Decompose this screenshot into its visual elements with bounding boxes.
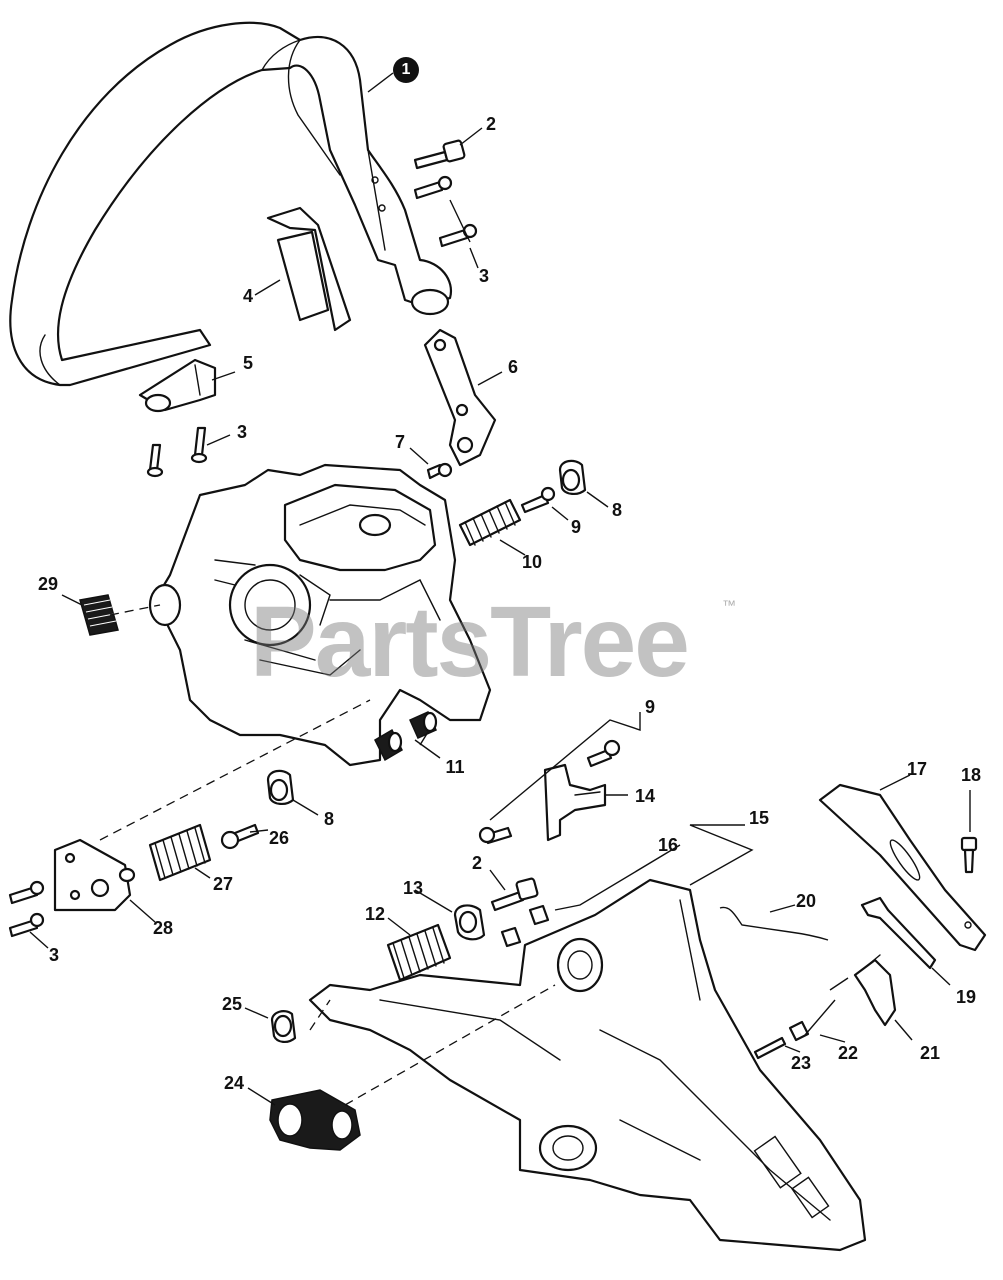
part-9-screw-mid: [478, 739, 621, 845]
callout-22[interactable]: 22: [837, 1043, 859, 1063]
part-screw-2-bottom: [490, 877, 539, 912]
part-22-spring: [788, 977, 849, 1042]
callout-5[interactable]: 5: [242, 353, 254, 373]
part-9-screw-top: [520, 486, 556, 514]
part-6-arm: [423, 328, 497, 467]
callout-15[interactable]: 15: [748, 808, 770, 828]
part-17-cover: [818, 783, 987, 952]
callout-20[interactable]: 20: [795, 891, 817, 911]
callout-3-left[interactable]: 3: [236, 422, 248, 442]
callout-11[interactable]: 11: [445, 757, 465, 777]
part-front-handle: [9, 21, 453, 387]
callout-28[interactable]: 28: [152, 918, 174, 938]
callout-2-top[interactable]: 2: [485, 114, 497, 134]
part-18-screw: [960, 836, 978, 874]
callout-4[interactable]: 4: [242, 286, 254, 306]
part-13-buffer: [453, 904, 486, 941]
part-8-buffer-top: [558, 459, 587, 495]
callout-6[interactable]: 6: [507, 357, 519, 377]
callout-8-mid[interactable]: 8: [323, 809, 335, 829]
partstree-watermark: PartsTree: [250, 586, 690, 698]
callout-17[interactable]: 17: [906, 759, 928, 779]
part-16-clips: [500, 904, 550, 948]
trademark-symbol: ™: [722, 597, 736, 613]
part-screw-2-top: [413, 139, 466, 170]
part-engine-crankcase: [148, 463, 492, 767]
callout-9-mid[interactable]: 9: [644, 697, 656, 717]
callout-1-badge[interactable]: 1: [393, 57, 419, 83]
part-14-bracket: [543, 763, 607, 842]
part-screw-3-left: [146, 426, 208, 478]
callout-27[interactable]: 27: [212, 874, 234, 894]
assembly-dashed-lines: [99, 604, 556, 1106]
part-screw-3-bottom: [8, 880, 45, 938]
part-29-decal: [79, 594, 119, 636]
callout-3-top[interactable]: 3: [478, 266, 490, 286]
callout-23[interactable]: 23: [790, 1053, 812, 1073]
callout-10[interactable]: 10: [521, 552, 543, 572]
part-10-spring: [458, 498, 522, 547]
part-26-screw: [220, 823, 260, 850]
callout-19[interactable]: 19: [955, 987, 977, 1007]
callout-13[interactable]: 13: [402, 878, 424, 898]
callout-7[interactable]: 7: [394, 432, 406, 452]
part-15-rear-handle: [308, 878, 867, 1252]
callout-12[interactable]: 12: [364, 904, 386, 924]
part-25-bushing: [270, 1010, 297, 1043]
part-23-pin: [753, 1036, 787, 1060]
part-11-buffers: [374, 711, 438, 762]
callout-2-bottom[interactable]: 2: [471, 853, 483, 873]
part-19-lever: [860, 896, 937, 970]
callout-25[interactable]: 25: [221, 994, 243, 1014]
callout-3-bottom[interactable]: 3: [48, 945, 60, 965]
part-20-wire-spring: [719, 906, 829, 941]
leader-lines: [29, 72, 971, 1106]
part-5-bracket: [138, 358, 217, 413]
callout-9-top[interactable]: 9: [570, 517, 582, 537]
callout-21[interactable]: 21: [919, 1043, 941, 1063]
callout-16[interactable]: 16: [657, 835, 679, 855]
part-4-pad: [266, 206, 352, 332]
callout-18[interactable]: 18: [960, 765, 982, 785]
part-7-screw: [426, 462, 453, 480]
callout-29[interactable]: 29: [37, 574, 59, 594]
callout-24[interactable]: 24: [223, 1073, 245, 1093]
part-21-trigger: [853, 954, 897, 1027]
callout-8-top[interactable]: 8: [611, 500, 623, 520]
callout-14[interactable]: 14: [634, 786, 656, 806]
part-28-plate: [53, 838, 136, 912]
part-8-buffer-mid: [266, 769, 295, 805]
part-27-spring: [148, 823, 212, 882]
part-12-spring: [386, 923, 452, 982]
part-24-intake: [269, 1089, 361, 1151]
part-screw-3-top: [413, 175, 478, 248]
callout-26[interactable]: 26: [268, 828, 290, 848]
